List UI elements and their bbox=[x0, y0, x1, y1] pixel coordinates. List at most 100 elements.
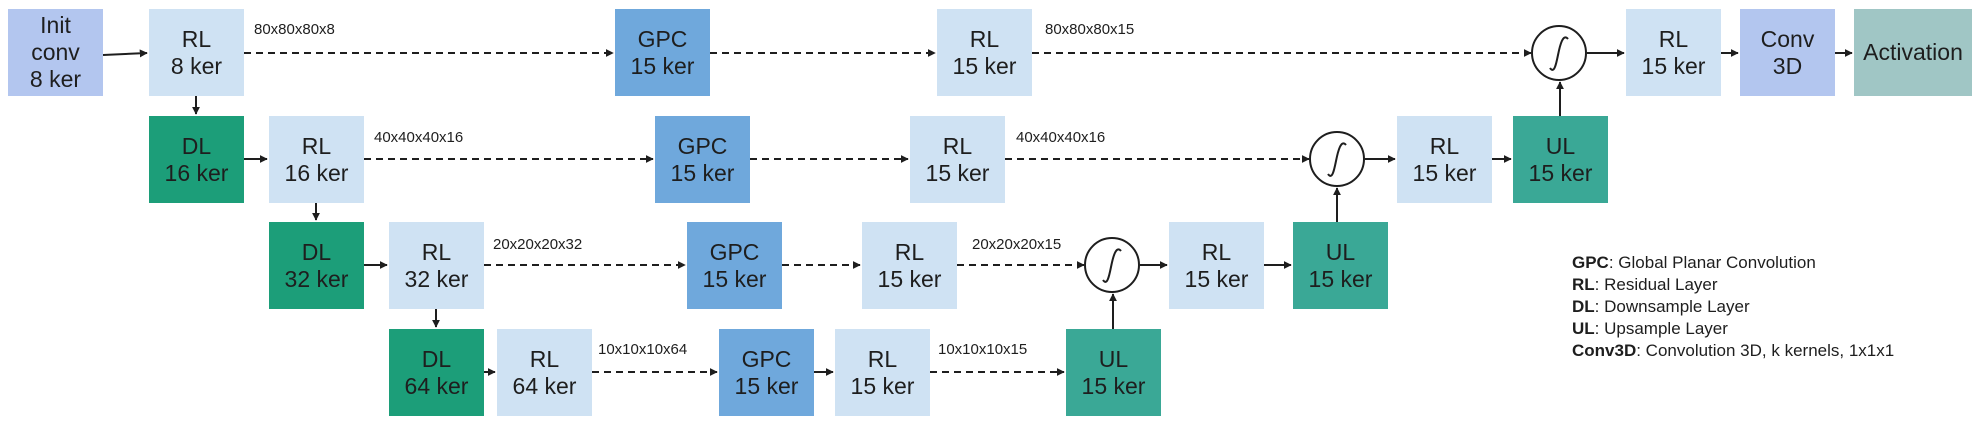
block-kernels: 32 ker bbox=[404, 265, 469, 292]
legend-item-rl: RL: Residual Layer bbox=[1572, 274, 1894, 296]
arrow-init-to-rl bbox=[102, 49, 148, 58]
legend-desc: : Convolution 3D, k kernels, 1x1x1 bbox=[1636, 341, 1895, 360]
block-name: GPC bbox=[637, 25, 688, 52]
residual-layer-block-l4-encoder: RL 64 ker bbox=[497, 329, 592, 416]
block-kernels: 15 ker bbox=[1528, 159, 1593, 186]
block-kernels: 15 ker bbox=[1641, 52, 1706, 79]
gpc-block-l1: GPC 15 ker bbox=[615, 9, 710, 96]
block-kernels: 15 ker bbox=[1184, 265, 1249, 292]
init-conv-line-1: Init bbox=[40, 12, 71, 38]
block-kernels: 64 ker bbox=[404, 372, 469, 399]
block-name: GPC bbox=[741, 345, 792, 372]
legend-abbr: RL bbox=[1572, 275, 1595, 294]
init-conv-line-2: conv bbox=[31, 39, 80, 65]
residual-layer-block-l2-encoder: RL 16 ker bbox=[269, 116, 364, 203]
conv3d-block: Conv 3D bbox=[1740, 9, 1835, 96]
block-name: Conv bbox=[1760, 25, 1815, 52]
block-name: DL bbox=[181, 132, 212, 159]
init-conv-line-3: 8 ker bbox=[29, 66, 82, 92]
integral-circle-icon bbox=[1531, 25, 1587, 81]
legend-abbr: Conv3D bbox=[1572, 341, 1637, 360]
block-name: RL bbox=[301, 132, 332, 159]
upsample-layer-block-l2: UL 15 ker bbox=[1513, 116, 1608, 203]
gpc-block-l4: GPC 15 ker bbox=[719, 329, 814, 416]
block-name: UL bbox=[1545, 132, 1576, 159]
dimension-label-l4-encoder: 10x10x10x64 bbox=[598, 341, 688, 358]
block-kernels: 15 ker bbox=[925, 159, 990, 186]
dimension-label-l3-encoder: 20x20x20x32 bbox=[493, 236, 583, 253]
block-name: RL bbox=[181, 25, 212, 52]
block-name: RL bbox=[894, 238, 925, 265]
residual-layer-block-l3-decoder: RL 15 ker bbox=[862, 222, 957, 309]
residual-layer-block-l3-encoder: RL 32 ker bbox=[389, 222, 484, 309]
block-name: RL bbox=[421, 238, 452, 265]
block-name: RL bbox=[1429, 132, 1460, 159]
block-kernels: 15 ker bbox=[1081, 372, 1146, 399]
residual-layer-block-l1-decoder: RL 15 ker bbox=[937, 9, 1032, 96]
block-name: Activation bbox=[1863, 39, 1963, 65]
block-name: GPC bbox=[709, 238, 760, 265]
downsample-layer-block-l4: DL 64 ker bbox=[389, 329, 484, 416]
block-kernels: 15 ker bbox=[734, 372, 799, 399]
block-kernels: 15 ker bbox=[702, 265, 767, 292]
residual-layer-block-l3-output: RL 15 ker bbox=[1169, 222, 1264, 309]
integral-circle-icon bbox=[1084, 237, 1140, 293]
block-name: RL bbox=[867, 345, 898, 372]
legend: GPC: Global Planar Convolution RL: Resid… bbox=[1572, 252, 1894, 362]
block-kernels: 15 ker bbox=[670, 159, 735, 186]
legend-abbr: GPC bbox=[1572, 253, 1609, 272]
legend-item-ul: UL: Upsample Layer bbox=[1572, 318, 1894, 340]
downsample-layer-block-l2: DL 16 ker bbox=[149, 116, 244, 203]
residual-layer-block-l2-decoder: RL 15 ker bbox=[910, 116, 1005, 203]
residual-layer-block-l1-output: RL 15 ker bbox=[1626, 9, 1721, 96]
block-kernels: 16 ker bbox=[164, 159, 229, 186]
block-name: DL bbox=[301, 238, 332, 265]
legend-item-conv3d: Conv3D: Convolution 3D, k kernels, 1x1x1 bbox=[1572, 340, 1894, 362]
residual-layer-block-l4-decoder: RL 15 ker bbox=[835, 329, 930, 416]
block-kernels: 15 ker bbox=[1308, 265, 1373, 292]
downsample-layer-block-l3: DL 32 ker bbox=[269, 222, 364, 309]
block-kernels: 15 ker bbox=[877, 265, 942, 292]
block-name: RL bbox=[1658, 25, 1689, 52]
legend-abbr: UL bbox=[1572, 319, 1595, 338]
block-name: GPC bbox=[677, 132, 728, 159]
block-kernels: 16 ker bbox=[284, 159, 349, 186]
block-kernels: 32 ker bbox=[284, 265, 349, 292]
block-kernels: 64 ker bbox=[512, 372, 577, 399]
dimension-label-l3-decoder: 20x20x20x15 bbox=[972, 236, 1062, 253]
block-name: RL bbox=[1201, 238, 1232, 265]
dimension-label-l2-encoder: 40x40x40x16 bbox=[374, 129, 464, 146]
block-kernels: 8 ker bbox=[170, 52, 223, 79]
legend-desc: : Residual Layer bbox=[1594, 275, 1718, 294]
block-kernels: 15 ker bbox=[1412, 159, 1477, 186]
integral-circle-icon bbox=[1309, 131, 1365, 187]
block-kernels: 3D bbox=[1772, 52, 1803, 79]
block-kernels: 15 ker bbox=[952, 52, 1017, 79]
init-conv-block: Init conv 8 ker bbox=[8, 9, 103, 96]
legend-item-gpc: GPC: Global Planar Convolution bbox=[1572, 252, 1894, 274]
dimension-label-l4-decoder: 10x10x10x15 bbox=[938, 341, 1028, 358]
legend-item-dl: DL: Downsample Layer bbox=[1572, 296, 1894, 318]
block-kernels: 15 ker bbox=[630, 52, 695, 79]
legend-desc: : Global Planar Convolution bbox=[1608, 253, 1816, 272]
dimension-label-l2-decoder: 40x40x40x16 bbox=[1016, 129, 1106, 146]
activation-block: Activation bbox=[1854, 9, 1972, 96]
legend-desc: : Downsample Layer bbox=[1594, 297, 1750, 316]
dimension-label-l1-decoder: 80x80x80x15 bbox=[1045, 21, 1135, 38]
upsample-layer-block-l4: UL 15 ker bbox=[1066, 329, 1161, 416]
gpc-block-l3: GPC 15 ker bbox=[687, 222, 782, 309]
dimension-label-l1-encoder: 80x80x80x8 bbox=[254, 21, 335, 38]
legend-abbr: DL bbox=[1572, 297, 1595, 316]
residual-layer-block-l1-encoder: RL 8 ker bbox=[149, 9, 244, 96]
upsample-layer-block-l3: UL 15 ker bbox=[1293, 222, 1388, 309]
block-name: RL bbox=[969, 25, 1000, 52]
legend-desc: : Upsample Layer bbox=[1594, 319, 1728, 338]
block-name: UL bbox=[1098, 345, 1129, 372]
residual-layer-block-l2-output: RL 15 ker bbox=[1397, 116, 1492, 203]
block-name: DL bbox=[421, 345, 452, 372]
block-name: RL bbox=[942, 132, 973, 159]
block-kernels: 15 ker bbox=[850, 372, 915, 399]
gpc-block-l2: GPC 15 ker bbox=[655, 116, 750, 203]
block-name: RL bbox=[529, 345, 560, 372]
